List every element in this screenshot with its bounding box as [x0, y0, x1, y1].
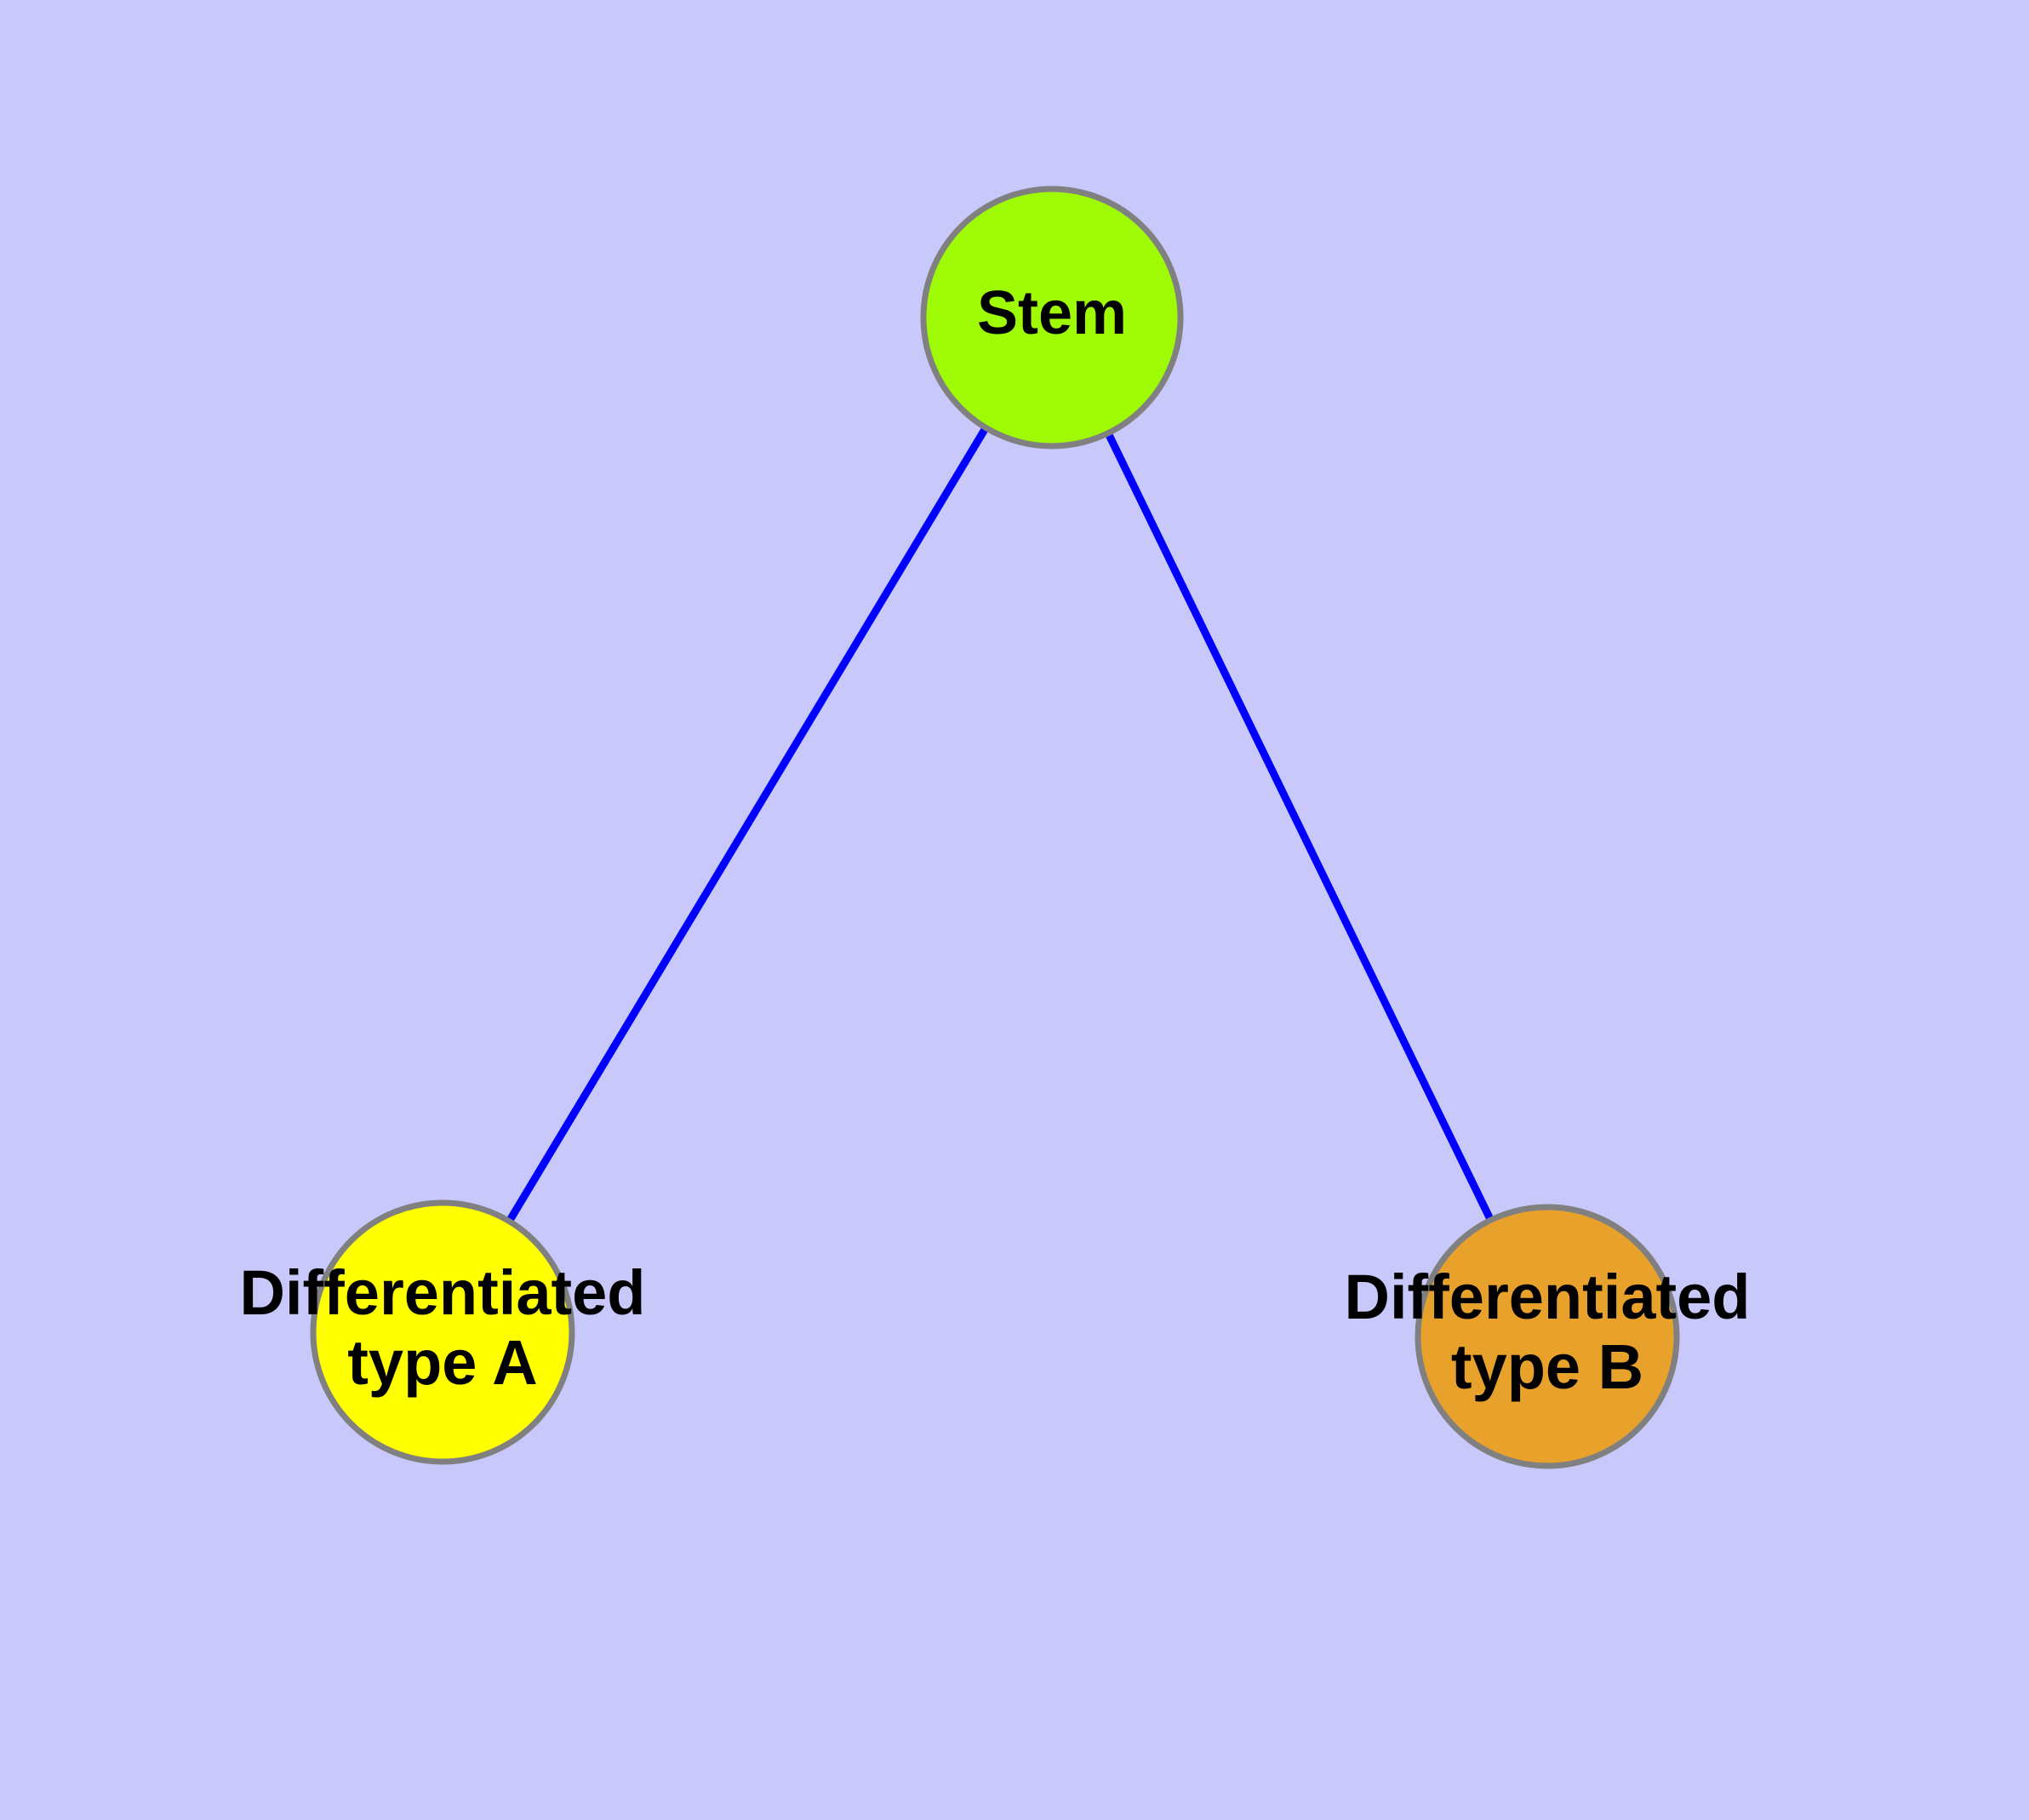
node-diff_b[interactable] — [1415, 1204, 1680, 1469]
node-stem[interactable] — [920, 186, 1184, 449]
node-label-line: Stem — [977, 279, 1127, 347]
node-label-line: type A — [347, 1327, 537, 1398]
nodes-layer — [310, 186, 1680, 1469]
node-label-line: type B — [1451, 1331, 1643, 1402]
edges-layer — [505, 424, 1495, 1225]
node-label-stem: Stem — [977, 279, 1127, 347]
graph-edge-stem-to-a[interactable] — [505, 424, 991, 1225]
node-label-line: Differentiated — [1345, 1262, 1751, 1332]
node-diff_a[interactable] — [310, 1199, 575, 1465]
node-label-line: Differentiated — [240, 1257, 646, 1328]
graph-edge-stem-to-b[interactable] — [1104, 430, 1495, 1224]
